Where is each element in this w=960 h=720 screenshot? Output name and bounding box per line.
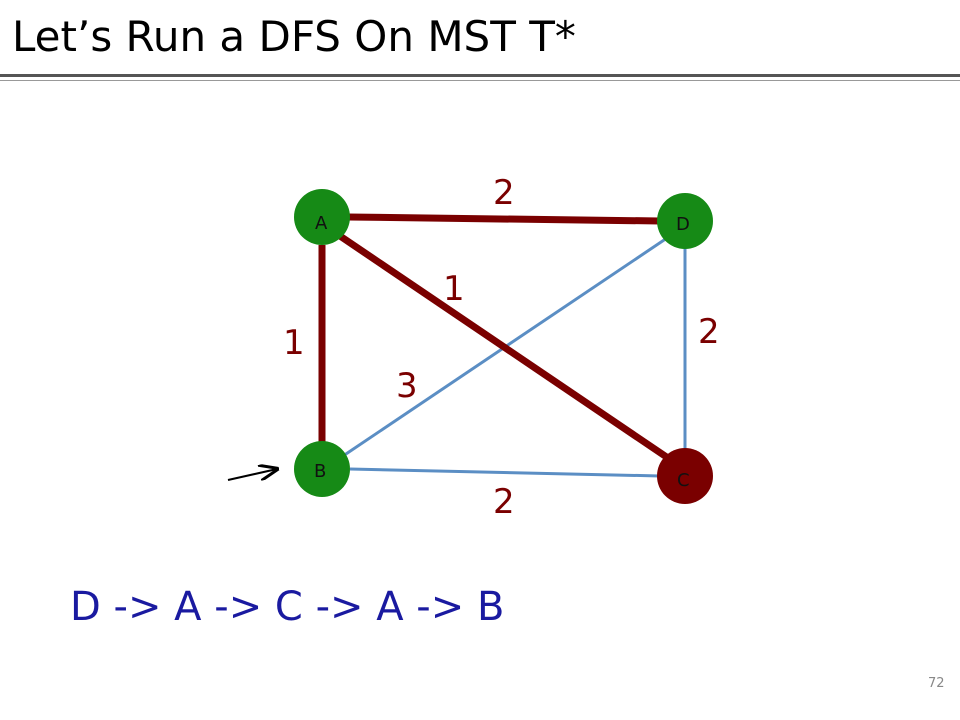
edge-A-C xyxy=(338,233,670,461)
weight-B-C: 2 xyxy=(493,482,515,522)
weight-B-D: 3 xyxy=(396,366,418,406)
node-A: A xyxy=(294,189,350,245)
node-A-label: A xyxy=(315,213,328,234)
weight-D-C: 2 xyxy=(698,312,720,352)
node-C: C xyxy=(657,448,713,504)
weight-A-C: 1 xyxy=(443,269,465,309)
node-D-label: D xyxy=(676,214,690,235)
weight-A-D: 2 xyxy=(493,173,515,213)
weight-A-B: 1 xyxy=(283,323,305,363)
start-arrow-icon xyxy=(227,469,277,481)
slide-number: 72 xyxy=(928,676,945,691)
node-D: D xyxy=(657,193,713,249)
dfs-traversal-order: D -> A -> C -> A -> B xyxy=(70,584,505,630)
slide-title: Let’s Run a DFS On MST T* xyxy=(12,12,576,61)
node-C-label: C xyxy=(677,470,690,491)
title-divider xyxy=(0,74,960,77)
edge-A-D xyxy=(347,213,661,225)
node-B-label: B xyxy=(314,461,326,482)
title-divider-thin xyxy=(0,80,960,81)
edge-B-C xyxy=(349,467,661,478)
node-B: B xyxy=(294,441,350,497)
